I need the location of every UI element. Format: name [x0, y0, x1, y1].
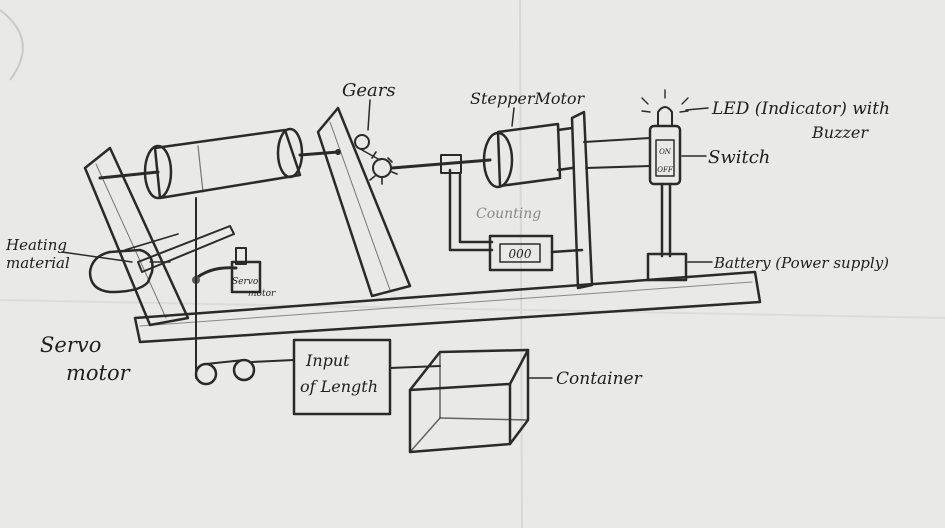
- stepper-motor-label: StepperMotor: [470, 89, 586, 108]
- drive-shaft: [392, 155, 490, 173]
- switch-on-text: ON: [659, 148, 672, 156]
- servo-motor-label-line2: motor: [66, 361, 132, 385]
- container-label: Container: [556, 369, 643, 389]
- input-length-label-line2: of Length: [300, 377, 378, 396]
- heating-material-label-line1: Heating: [5, 236, 67, 254]
- switch-label: Switch: [708, 147, 770, 168]
- led-buzzer-label-line2: Buzzer: [811, 123, 869, 142]
- small-servo-label-line2: motor: [248, 289, 276, 299]
- counter-display: 000: [509, 247, 532, 261]
- battery-label: Battery (Power supply): [713, 254, 889, 272]
- gears: [355, 135, 397, 184]
- led-light-rays: [642, 90, 688, 112]
- container: [410, 350, 528, 452]
- feed-pulley-left: [196, 364, 216, 384]
- paper-mark: [0, 10, 23, 80]
- servo-motor-label-line1: Servo: [40, 333, 101, 357]
- led-bulb: [658, 107, 672, 126]
- counting-label: Counting: [476, 206, 541, 222]
- led-buzzer-label-line1: LED (Indicator) with: [711, 99, 890, 119]
- switch-assembly: ON OFF: [642, 90, 688, 280]
- input-length-label-line1: Input: [305, 351, 350, 370]
- heating-material-label-line2: material: [6, 254, 70, 272]
- motor-mount-post: [572, 112, 650, 288]
- base-board: [135, 272, 760, 342]
- small-servo-label-line1: Servo: [232, 277, 259, 287]
- switch-off-text: OFF: [657, 166, 674, 174]
- feed-pulley-right: [234, 360, 254, 380]
- battery-block: [648, 254, 686, 280]
- stepper-motor: [484, 124, 572, 187]
- paper-fold-vertical: [520, 0, 522, 528]
- roller-cylinder: [100, 129, 341, 198]
- gears-label: Gears: [342, 80, 396, 101]
